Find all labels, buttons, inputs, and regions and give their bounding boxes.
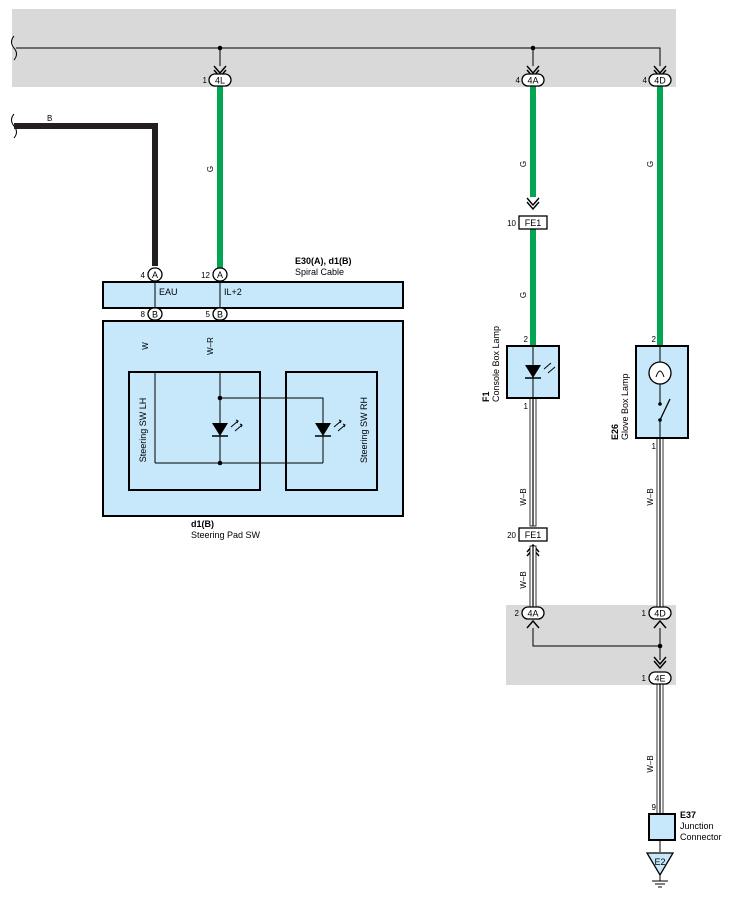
connector-a-1: A — [147, 267, 163, 282]
pin-number: 5 — [206, 310, 211, 319]
console-lamp-name: Console Box Lamp — [491, 326, 501, 402]
pin-number: 4 — [516, 76, 521, 85]
pin-number: 2 — [515, 609, 520, 618]
splice-dot — [530, 45, 536, 51]
led-icon — [212, 419, 243, 437]
splice-dot — [657, 643, 663, 649]
splice-dot — [217, 45, 223, 51]
splice-dot — [217, 395, 223, 401]
connector-fe1-top: FE1 — [518, 215, 548, 230]
pin-number: 1 — [642, 674, 647, 683]
steering-pad-code: d1(B) — [191, 519, 214, 529]
wire-label-g: G — [519, 292, 528, 298]
led-icon — [525, 362, 556, 379]
pin-number: 8 — [141, 310, 146, 319]
bottom-bus-line — [532, 628, 660, 647]
connector-4d-bottom: 4D — [648, 606, 672, 620]
svg-text:FE1: FE1 — [525, 218, 542, 228]
wire-b — [14, 123, 158, 266]
junction-connector-code: E37 — [680, 810, 696, 820]
led-icon — [315, 419, 346, 437]
svg-text:A: A — [152, 270, 158, 280]
svg-text:B: B — [152, 310, 158, 320]
svg-text:4E: 4E — [654, 674, 665, 684]
glove-lamp-code: E26 — [610, 424, 620, 440]
pin-number: 12 — [201, 271, 210, 280]
pin-number: 4 — [141, 271, 146, 280]
pin-number: 10 — [507, 219, 516, 228]
glove-lamp-name: Glove Box Lamp — [620, 373, 630, 440]
wire-label-g: G — [646, 161, 655, 167]
spiral-cable-code: E30(A), d1(B) — [295, 256, 352, 266]
splice-dot — [217, 460, 223, 466]
ground-label: E2 — [654, 857, 665, 867]
console-lamp-code: F1 — [481, 391, 491, 402]
arrow-up — [653, 619, 667, 629]
arrow-down — [653, 656, 667, 670]
junction-connector-name: Connector — [680, 832, 722, 842]
spiral-cable-name: Spiral Cable — [295, 267, 344, 277]
wire-label-w-r: W–R — [206, 337, 215, 355]
connector-4d-top: 4D — [648, 73, 672, 87]
svg-text:4D: 4D — [654, 609, 666, 619]
steering-sw-lh-box — [128, 371, 261, 491]
pin-number: 2 — [524, 335, 529, 344]
wire-w-b-3 — [656, 437, 664, 609]
pin-number: 1 — [652, 442, 657, 451]
wire-label-w-b: W–B — [646, 488, 655, 505]
wire-label-b: B — [47, 114, 52, 123]
wire-w-b-1 — [529, 397, 537, 527]
svg-text:A: A — [217, 270, 223, 280]
wire-label-g: G — [206, 166, 215, 172]
svg-text:4L: 4L — [215, 76, 225, 86]
svg-text:B: B — [217, 310, 223, 320]
connector-4a-top: 4A — [521, 73, 545, 87]
pin-number: 2 — [652, 335, 657, 344]
svg-text:4A: 4A — [527, 609, 538, 619]
spiral-terminal-il2: IL+2 — [224, 287, 242, 297]
spiral-cable-box — [102, 281, 404, 309]
pin-number: 1 — [203, 76, 208, 85]
svg-text:4A: 4A — [527, 76, 538, 86]
spiral-terminal-eau: EAU — [159, 287, 178, 297]
connector-4e: 4E — [648, 671, 672, 685]
junction-connector-name: Junction — [680, 821, 714, 831]
wire-label-w-b: W–B — [519, 488, 528, 505]
pin-number: 1 — [524, 402, 529, 411]
wire-label-w-b: W–B — [646, 755, 655, 772]
steering-sw-rh-label: Steering SW RH — [359, 397, 369, 463]
bulb-icon — [648, 361, 672, 385]
wire-label-g: G — [519, 161, 528, 167]
break-mark-top — [11, 35, 17, 61]
pin-number: 20 — [507, 531, 516, 540]
svg-text:4D: 4D — [654, 76, 666, 86]
arrow-up — [526, 619, 540, 629]
connector-b-1: B — [147, 307, 163, 321]
switch-icon — [659, 398, 671, 421]
steering-pad-name: Steering Pad SW — [191, 530, 261, 540]
glove-box-lamp-box — [635, 345, 689, 439]
wire-w-b-2 — [529, 545, 537, 609]
pin-number: 4 — [643, 76, 648, 85]
top-bus-line — [16, 47, 661, 66]
wire-label-w: W — [141, 342, 150, 350]
connector-4l: 4L — [208, 73, 232, 87]
connector-a-2: A — [212, 267, 228, 282]
junction-connector-box — [648, 813, 676, 841]
steering-sw-lh-label: Steering SW LH — [138, 398, 148, 463]
pin-number: 1 — [642, 609, 647, 618]
arrow-down — [526, 197, 540, 211]
connector-b-2: B — [212, 307, 228, 321]
wire-label-w-b: W–B — [519, 571, 528, 588]
connector-4a-bottom: 4A — [521, 606, 545, 620]
svg-text:FE1: FE1 — [525, 530, 542, 540]
steering-sw-rh-box — [285, 371, 378, 491]
wire-w-b-4 — [656, 683, 664, 815]
connector-fe1-bottom: FE1 — [518, 527, 548, 542]
ground-icon — [645, 852, 675, 877]
pin-number: 9 — [652, 803, 657, 812]
